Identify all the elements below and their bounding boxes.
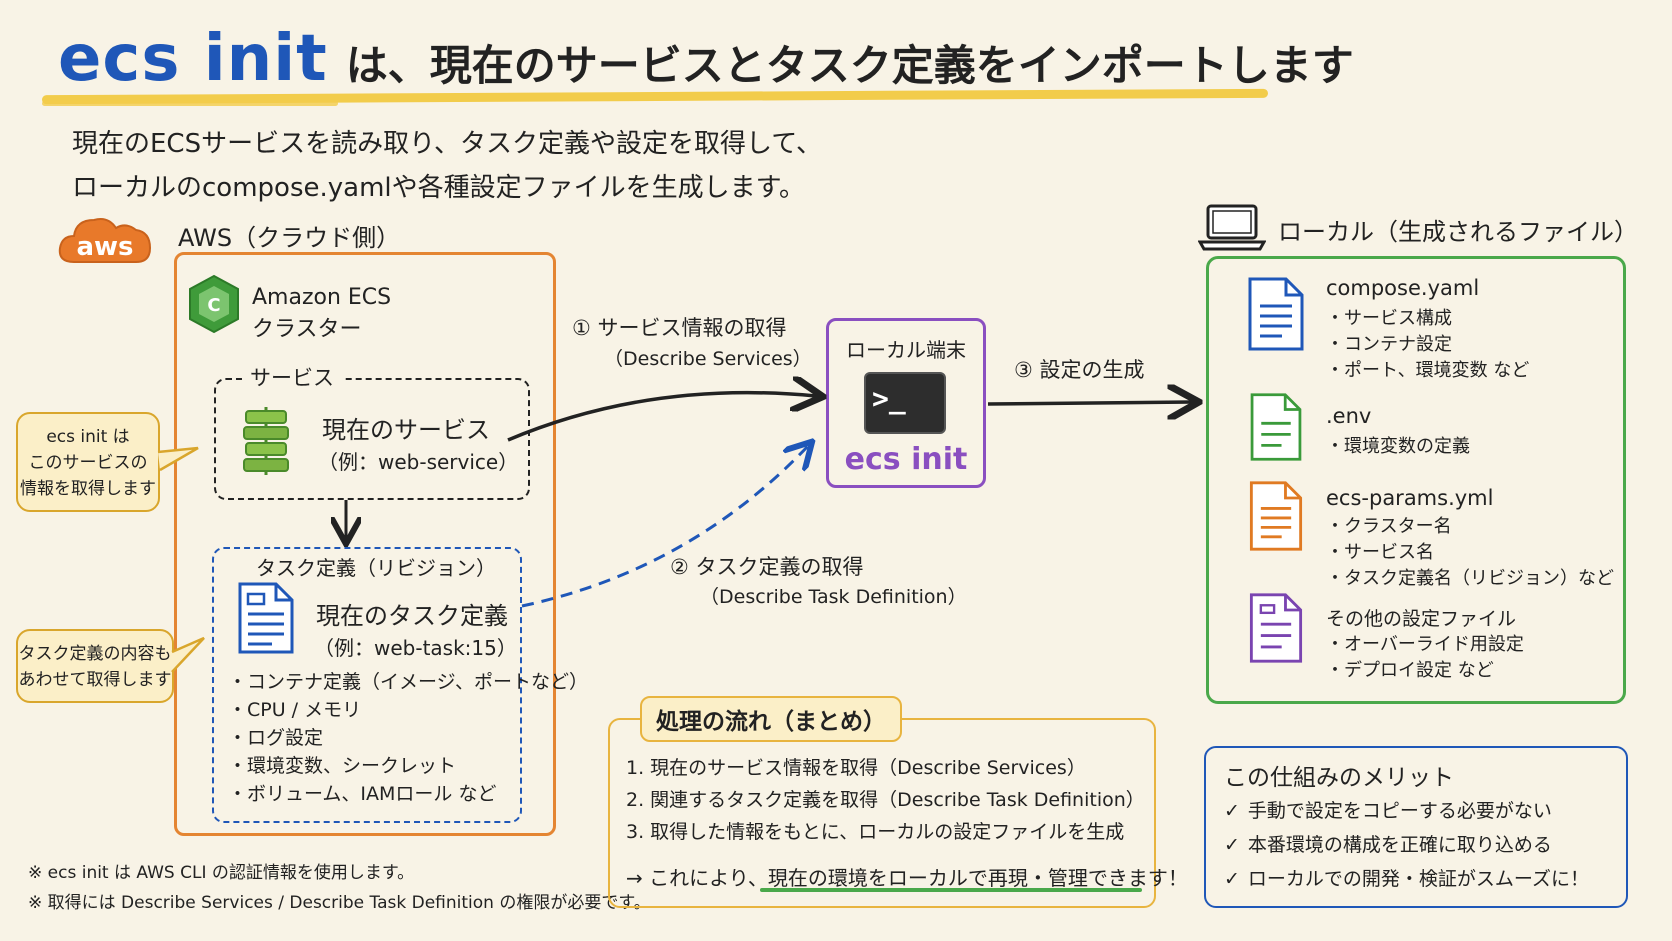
terminal-icon [864,372,946,434]
ecs-params-file-icon [1249,481,1303,551]
task-detail-item: ・ログ設定 [228,727,324,749]
summary-item: 3. 取得した情報をもとに、ローカルの設定ファイルを生成 [626,821,1125,843]
step2-sub: （Describe Task Definition） [700,586,967,608]
task-document-icon [238,582,294,654]
env-file-icon [1250,393,1302,461]
merits-box [1204,746,1628,908]
summary-item: 2. 関連するタスク定義を取得（Describe Task Definition… [626,789,1145,811]
local-label: ローカル（生成されるファイル） [1278,218,1638,246]
task-detail-item: ・環境変数、シークレット [228,755,457,777]
terminal-title: ローカル端末 [846,338,966,362]
callout-task-line: あわせて取得します [18,670,172,690]
summary-title: 処理の流れ（まとめ） [640,696,902,742]
step2-label: ② タスク定義の取得 [670,555,864,579]
merits-title: この仕組みのメリット [1224,765,1454,791]
svg-text:C: C [207,295,220,316]
description-line1: 現在のECSサービスを読み取り、タスク定義や設定を取得して、 [72,129,822,159]
file-item: ・サービス名 [1326,542,1434,563]
task-detail-item: ・CPU / メモリ [228,699,362,721]
task-details-list: ・コンテナ定義（イメージ、ポートなど） ・CPU / メモリ ・ログ設定 ・環境… [228,668,588,808]
file-name-compose: compose.yaml [1326,276,1480,300]
file-items-other: ・オーバーライド用設定 ・デプロイ設定 など [1326,632,1524,684]
task-example: （例：web-task:15） [314,636,517,660]
service-name: 現在のサービス [322,416,490,444]
callout-service-line: このサービスの [28,453,148,473]
aws-logo-text: aws [76,232,133,262]
merit-item: ✓ 本番環境の構成を正確に取り込める [1224,828,1589,862]
page-title: ecs init は、現在のサービスとタスク定義をインポートします [58,22,1354,96]
service-legend: サービス [242,362,342,392]
file-item: ・コンテナ設定 [1326,334,1452,355]
summary-result-prefix: → これにより、 [626,866,768,890]
file-items-compose: ・サービス構成 ・コンテナ設定 ・ポート、環境変数 など [1326,306,1529,384]
ecs-label-line1: Amazon ECS [252,285,392,310]
file-name-env: .env [1326,404,1372,428]
note-credentials: ※ ecs init は AWS CLI の認証情報を使用します。 [28,863,415,883]
description-line2: ローカルのcompose.yamlや各種設定ファイルを生成します。 [72,173,806,203]
merit-item: ✓ 手動で設定をコピーする必要がない [1224,794,1589,828]
file-item: ・サービス構成 [1326,308,1452,329]
merit-text: ローカルでの開発・検証がスムーズに！ [1247,868,1589,890]
summary-result-highlight: 現在の環境をローカルで再現・管理できます！ [767,866,1188,890]
compose-yaml-file-icon [1248,277,1304,351]
file-name-ecs-params: ecs-params.yml [1326,486,1494,510]
callout-service-line: 情報を取得します [20,479,156,499]
file-items-env: ・環境変数の定義 [1326,434,1470,460]
summary-item: 1. 現在のサービス情報を取得（Describe Services） [626,757,1086,779]
title-rest: は、現在のサービスとタスク定義をインポートします [345,41,1354,90]
check-icon: ✓ [1224,800,1240,822]
task-legend: タスク定義（リビジョン） [256,556,496,580]
note-permissions: ※ 取得には Describe Services / Describe Task… [28,893,651,913]
merit-item: ✓ ローカルでの開発・検証がスムーズに！ [1224,862,1589,896]
task-name: 現在のタスク定義 [316,602,508,630]
step1-label: ① サービス情報の取得 [572,316,787,340]
file-item: ・ポート、環境変数 など [1326,360,1530,381]
merit-text: 本番環境の構成を正確に取り込める [1247,834,1552,856]
task-definition-box [212,547,522,823]
other-config-file-icon [1249,593,1303,663]
aws-label: AWS（クラウド側） [178,224,401,252]
aws-cloud-icon: aws [58,218,152,263]
file-item: ・クラスター名 [1326,516,1452,537]
callout-service-line: ecs init は [46,427,130,447]
local-files-box [1206,256,1626,704]
check-icon: ✓ [1224,834,1240,856]
ecs-label-line2: クラスター [252,317,362,342]
file-item: ・オーバーライド用設定 [1326,634,1524,655]
check-icon: ✓ [1224,868,1240,890]
laptop-icon [1198,204,1266,251]
callout-task-line: タスク定義の内容も [18,644,172,664]
task-detail-item: ・ボリューム、IAMロール など [228,783,497,805]
terminal-command: ecs init [844,442,968,477]
task-detail-item: ・コンテナ定義（イメージ、ポートなど） [228,671,589,693]
file-item: ・タスク定義名（リビジョン）など [1326,568,1614,589]
file-items-ecs-params: ・クラスター名 ・サービス名 ・タスク定義名（リビジョン）など [1326,514,1614,592]
merits-list: ✓ 手動で設定をコピーする必要がない ✓ 本番環境の構成を正確に取り込める ✓ ローカ… [1224,794,1589,896]
file-item: ・デプロイ設定 など [1326,660,1494,681]
file-name-other: その他の設定ファイル [1326,608,1517,630]
terminal-prompt: >_ [872,382,906,415]
step3-arrow [987,402,1192,404]
summary-result: → これにより、現在の環境をローカルで再現・管理できます！ [626,862,1188,891]
ecs-cluster-icon: C [189,274,239,334]
description: 現在のECSサービスを読み取り、タスク定義や設定を取得して、 ローカルのcomp… [72,122,822,210]
ecs-label: Amazon ECS クラスター [252,282,391,346]
file-item: ・環境変数の定義 [1326,436,1470,457]
merit-text: 手動で設定をコピーする必要がない [1247,800,1552,822]
summary-list: 1. 現在のサービス情報を取得（Describe Services） 2. 関連… [626,752,1145,848]
summary-highlight-underline [760,888,1142,892]
callout-task: タスク定義の内容も あわせて取得します [16,629,174,703]
step1-sub: （Describe Services） [604,348,812,370]
title-command: ecs init [58,22,328,96]
service-example: （例：web-service） [318,450,519,474]
step3-label: ③ 設定の生成 [1014,358,1145,382]
service-stack-icon [243,407,289,475]
callout-service: ecs init は このサービスの 情報を取得します [16,412,160,512]
title-underline-accent [42,101,338,106]
